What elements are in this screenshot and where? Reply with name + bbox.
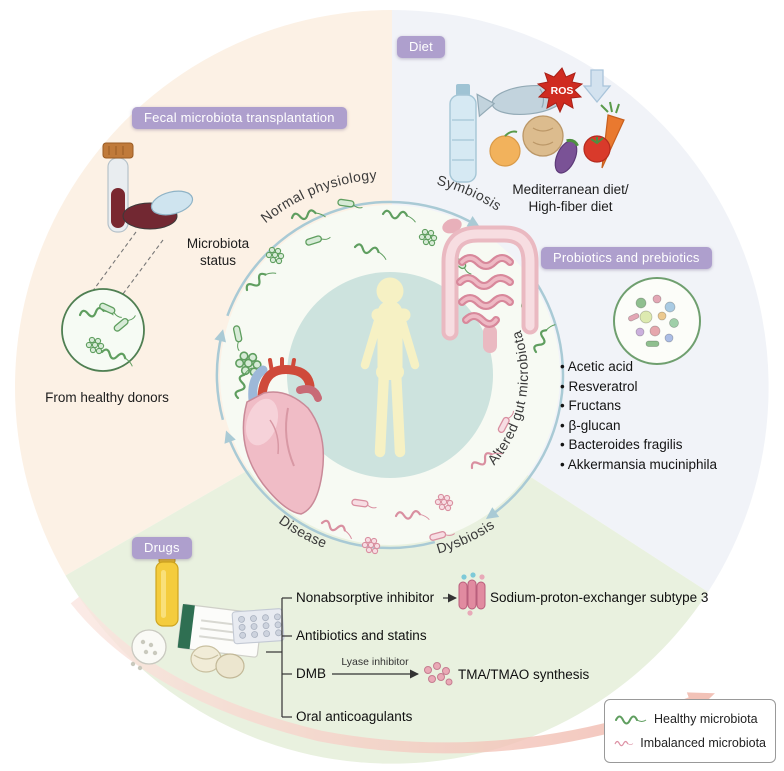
legend-row-healthy: Healthy microbiota bbox=[614, 711, 766, 727]
drug-branch-oral-anticoagulants: Oral anticoagulants bbox=[296, 709, 413, 724]
badge-fecal-transplant: Fecal microbiota transplantation bbox=[132, 107, 347, 129]
probiotic-item: Resveratrol bbox=[560, 377, 717, 397]
drug-branch-antibiotics-statins: Antibiotics and statins bbox=[296, 628, 427, 643]
eggplant bbox=[554, 138, 579, 174]
probiotics-list: Acetic acid Resveratrol Fructans β-gluca… bbox=[560, 357, 717, 474]
probiotic-item: Fructans bbox=[560, 396, 717, 416]
diet-caption-line1: Mediterranean diet/ bbox=[512, 182, 629, 197]
badge-probiotics: Probiotics and prebiotics bbox=[541, 247, 712, 269]
water-bottle bbox=[449, 84, 477, 183]
heart-illustration bbox=[242, 357, 325, 515]
ros-label: ROS bbox=[551, 85, 574, 97]
magnifier-connectors bbox=[91, 231, 164, 299]
fmt-caption: From healthy donors bbox=[45, 390, 169, 405]
down-arrow-icon bbox=[582, 69, 612, 104]
intestine-illustration bbox=[441, 218, 539, 353]
tomato bbox=[583, 135, 611, 163]
drug-branch-dmb: DMB bbox=[296, 666, 326, 681]
badge-diet: Diet bbox=[397, 36, 445, 58]
cycle-label-microbiota-status: Microbiota status bbox=[186, 236, 250, 268]
probiotic-item: Acetic acid bbox=[560, 357, 717, 377]
probiotic-item: Bacteroides fragilis bbox=[560, 435, 717, 455]
badge-drugs: Drugs bbox=[132, 537, 192, 559]
tablets bbox=[190, 645, 245, 679]
drug-target-tma-tmao: TMA/TMAO synthesis bbox=[458, 667, 590, 682]
probiotics-circle bbox=[613, 277, 701, 365]
legend: Healthy microbiota Imbalanced microbiota bbox=[604, 699, 776, 763]
petri-dish bbox=[122, 190, 194, 230]
imbalanced-microbiota-icon bbox=[614, 740, 634, 747]
drug-branch-nonabsorptive: Nonabsorptive inhibitor bbox=[296, 590, 435, 605]
tma-dots bbox=[424, 662, 453, 686]
pill-jar bbox=[130, 629, 167, 671]
drug-vial bbox=[155, 551, 179, 627]
healthy-microbiota-icon bbox=[615, 715, 647, 725]
diet-caption: Mediterranean diet/ High-fiber diet bbox=[488, 182, 653, 216]
ros-burst: ROS bbox=[536, 67, 584, 114]
drug-tree-lines bbox=[266, 593, 457, 718]
blister-pack bbox=[231, 608, 285, 645]
peach bbox=[489, 130, 521, 167]
diet-caption-line2: High-fiber diet bbox=[528, 198, 613, 214]
membrane-protein-icon bbox=[458, 572, 486, 616]
legend-imbalanced-label: Imbalanced microbiota bbox=[640, 736, 766, 750]
lyase-inhibitor-label: Lyase inhibitor bbox=[341, 656, 409, 668]
drug-target-sodium-proton-exchanger: Sodium-proton-exchanger subtype 3 bbox=[490, 590, 709, 605]
legend-healthy-label: Healthy microbiota bbox=[654, 712, 758, 726]
probiotic-item: Akkermansia muciniphila bbox=[560, 455, 717, 475]
probiotic-item: β-glucan bbox=[560, 416, 717, 436]
legend-row-imbalanced: Imbalanced microbiota bbox=[614, 735, 766, 751]
bread bbox=[522, 115, 564, 157]
magnified-microbes bbox=[61, 288, 145, 372]
human-figure bbox=[360, 277, 420, 458]
